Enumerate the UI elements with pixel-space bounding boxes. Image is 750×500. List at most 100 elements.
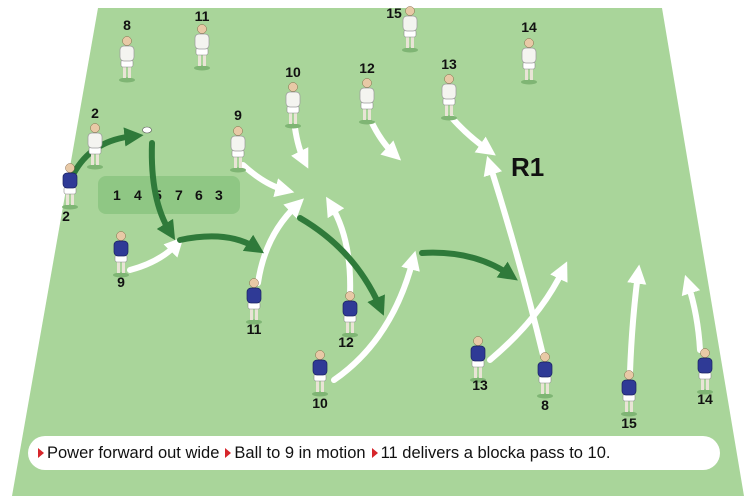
player-head <box>524 38 534 48</box>
run-arrow <box>449 115 496 156</box>
player-shirt <box>621 379 637 396</box>
player-leg <box>294 110 297 124</box>
player-leg <box>368 106 371 120</box>
player-leg <box>346 319 349 333</box>
player-leg <box>234 154 237 168</box>
caption-triangle-icon <box>38 448 44 458</box>
player-shirt <box>230 135 246 152</box>
player-shadow <box>246 319 262 325</box>
player-shirt <box>441 83 457 100</box>
player-head <box>116 231 126 241</box>
caption-item: 11 delivers a blocka pass to 10. <box>371 443 611 463</box>
player-leg <box>363 106 366 120</box>
player-leg <box>203 52 206 66</box>
pack-box <box>98 176 240 214</box>
player-leg <box>445 102 448 116</box>
player-leg <box>474 364 477 378</box>
player-leg <box>450 102 453 116</box>
away-player: 10 <box>285 64 301 129</box>
player-shirt <box>342 300 358 317</box>
forward-pack: 1 4 5 7 6 3 <box>98 176 240 214</box>
player-head <box>444 74 454 84</box>
player-head <box>624 370 634 380</box>
player-leg <box>625 398 628 412</box>
player-shadow <box>194 65 210 71</box>
player-leg <box>406 34 409 48</box>
player-number: 12 <box>359 60 375 76</box>
player-shirt <box>119 45 135 62</box>
player-shirt <box>87 132 103 149</box>
player-shirt <box>285 91 301 108</box>
player-shadow <box>359 119 375 125</box>
player-shadow <box>402 47 418 53</box>
run-arrows <box>127 115 703 383</box>
home-player: 10 <box>312 350 328 411</box>
player-head <box>405 6 415 16</box>
player-shirt <box>194 33 210 50</box>
player-shirt <box>113 240 129 257</box>
player-head <box>345 291 355 301</box>
player-number: 8 <box>541 397 549 413</box>
player-leg <box>250 306 253 320</box>
away-player: 8 <box>119 17 135 83</box>
player-head <box>700 348 710 358</box>
caption-bar: Power forward out wide Ball to 9 in moti… <box>28 436 720 470</box>
player-leg <box>630 398 633 412</box>
player-head <box>288 82 298 92</box>
player-shirt <box>470 345 486 362</box>
player-shadow <box>441 115 457 121</box>
pitch-surface <box>12 8 744 496</box>
run-arrow <box>326 196 354 298</box>
player-number: 9 <box>117 274 125 290</box>
away-player: 2 <box>87 105 103 170</box>
player-leg <box>701 376 704 390</box>
caption-text: Power forward out wide <box>47 443 220 462</box>
run-arrow <box>369 120 402 161</box>
run-arrow <box>483 155 546 358</box>
pass-arrow <box>148 140 176 241</box>
player-number: 11 <box>195 8 210 24</box>
play-label: R1 <box>511 152 544 182</box>
player-number: 9 <box>234 107 242 123</box>
player-leg <box>123 64 126 78</box>
player-leg <box>541 380 544 394</box>
home-player: 13 <box>470 336 488 393</box>
player-head <box>540 352 550 362</box>
player-leg <box>530 66 533 80</box>
player-shirt <box>402 15 418 32</box>
player-number: 2 <box>62 208 70 224</box>
player-leg <box>479 364 482 378</box>
player-shirt <box>312 359 328 376</box>
pack-number: 4 <box>134 187 142 203</box>
caption-triangle-icon <box>225 448 232 458</box>
player-leg <box>198 52 201 66</box>
player-leg <box>117 259 120 273</box>
away-player: 14 <box>521 19 537 85</box>
player-shirt <box>697 357 713 374</box>
player-number: 14 <box>697 391 713 407</box>
player-leg <box>239 154 242 168</box>
player-shadow <box>621 411 637 417</box>
player-number: 13 <box>472 377 488 393</box>
player-head <box>65 163 75 173</box>
player-leg <box>321 378 324 392</box>
away-player: 12 <box>359 60 375 125</box>
player-shadow <box>312 391 328 397</box>
run-arrow <box>240 162 295 197</box>
run-arrow <box>331 250 420 383</box>
player-head <box>233 126 243 136</box>
player-leg <box>122 259 125 273</box>
player-leg <box>546 380 549 394</box>
player-shadow <box>470 377 486 383</box>
player-shadow <box>62 204 78 210</box>
player-number: 10 <box>312 395 328 411</box>
player-shadow <box>113 272 129 278</box>
player-head <box>473 336 483 346</box>
caption-text: 11 delivers a blocka pass to 10. <box>380 443 611 462</box>
home-player: 11 <box>246 278 262 337</box>
player-leg <box>91 151 94 165</box>
player-number: 2 <box>91 105 99 121</box>
pack-number: 7 <box>175 187 183 203</box>
player-leg <box>289 110 292 124</box>
